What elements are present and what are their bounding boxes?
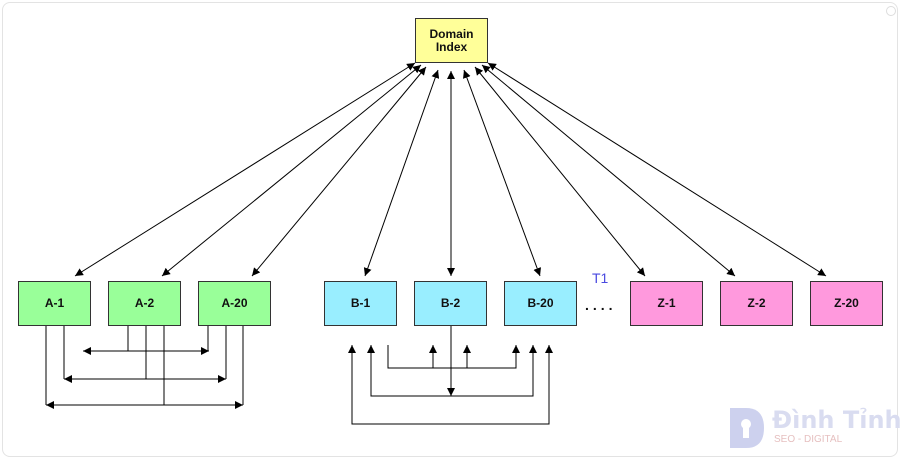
root-links [74, 62, 827, 277]
domain-index-line1: Domain [429, 26, 474, 41]
node-b-1: B-1 [324, 281, 397, 326]
ellipsis-separator: .... [585, 297, 617, 313]
node-b-2: B-2 [414, 281, 487, 326]
domain-index-node: Domain Index [415, 18, 488, 63]
root-link-a-2 [161, 64, 422, 277]
bus-b-middle [367, 345, 537, 397]
node-z-20: Z-20 [810, 281, 883, 326]
watermark-logo: Đình Tỉnh SEO - DIGITAL [726, 404, 902, 452]
lock-logo-icon [730, 408, 764, 448]
bus-b-outer [348, 345, 553, 425]
root-link-z-1 [474, 66, 646, 277]
node-a-1: A-1 [18, 281, 91, 326]
root-link-a-1 [74, 62, 416, 277]
group-a-bus-lines [45, 326, 244, 409]
corner-circle-icon [886, 6, 896, 16]
watermark-subtitle: SEO - DIGITAL [774, 434, 843, 445]
t1-annotation: T1 [592, 270, 609, 286]
node-z-2: Z-2 [720, 281, 793, 326]
watermark-title: Đình Tỉnh [772, 406, 902, 434]
group-b-bus-lines [348, 326, 553, 425]
root-link-z-20 [487, 62, 827, 277]
node-b-20: B-20 [504, 281, 577, 326]
node-z-1: Z-1 [630, 281, 703, 326]
bus-b-inner [387, 345, 520, 369]
root-link-b-1 [363, 69, 440, 277]
root-link-z-2 [481, 64, 736, 277]
domain-index-line2: Index [435, 39, 468, 54]
node-a-2: A-2 [108, 281, 181, 326]
node-a-20: A-20 [198, 281, 271, 326]
root-link-a-20 [251, 66, 427, 277]
